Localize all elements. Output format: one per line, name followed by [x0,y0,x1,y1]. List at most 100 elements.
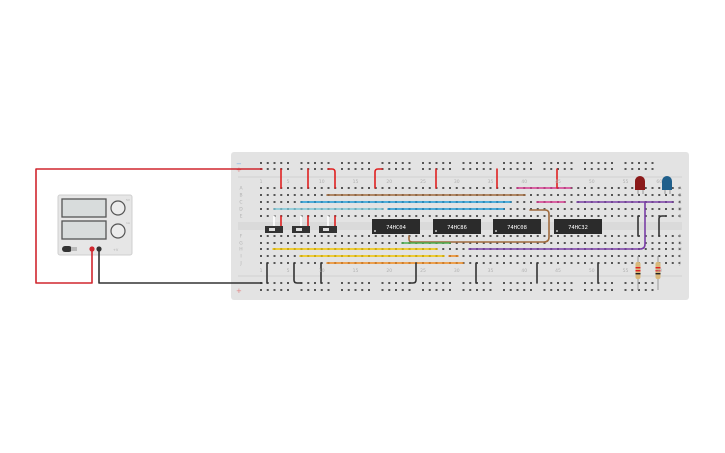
breadboard-hole[interactable] [347,242,350,244]
breadboard-hole[interactable] [260,162,262,164]
resistor-2[interactable] [655,256,661,290]
breadboard-hole[interactable] [361,289,364,291]
breadboard-hole[interactable] [422,289,424,291]
breadboard-hole[interactable] [631,162,634,164]
breadboard-hole[interactable] [300,168,303,170]
breadboard-hole[interactable] [482,162,485,164]
breadboard-hole[interactable] [368,162,370,164]
resistor-1[interactable] [635,256,641,290]
breadboard-hole[interactable] [476,262,478,264]
wire-purple-row-h[interactable] [468,201,646,250]
breadboard-hole[interactable] [280,289,283,291]
breadboard-hole[interactable] [644,168,647,170]
breadboard-hole[interactable] [496,262,499,264]
breadboard-hole[interactable] [381,162,384,164]
wire-black[interactable] [658,215,666,237]
breadboard-hole[interactable] [469,289,472,291]
breadboard-hole[interactable] [503,215,505,217]
breadboard-hole[interactable] [260,235,262,237]
breadboard-hole[interactable] [590,282,593,284]
breadboard-hole[interactable] [361,162,364,164]
breadboard-hole[interactable] [482,187,485,189]
breadboard-hole[interactable] [307,242,310,244]
breadboard-hole[interactable] [287,262,289,264]
breadboard-hole[interactable] [584,194,586,196]
breadboard-hole[interactable] [543,242,546,244]
breadboard-hole[interactable] [530,235,532,237]
breadboard-hole[interactable] [570,289,573,291]
breadboard-hole[interactable] [476,289,478,291]
breadboard-hole[interactable] [287,242,289,244]
breadboard-hole[interactable] [408,162,411,164]
breadboard-hole[interactable] [638,208,640,210]
breadboard-hole[interactable] [590,262,593,264]
breadboard-hole[interactable] [523,282,526,284]
breadboard-hole[interactable] [543,235,546,237]
breadboard-hole[interactable] [644,255,647,257]
breadboard-hole[interactable] [651,235,654,237]
breadboard-hole[interactable] [550,162,553,164]
breadboard-hole[interactable] [577,187,580,189]
breadboard-hole[interactable] [509,215,512,217]
breadboard-hole[interactable] [341,282,343,284]
breadboard-hole[interactable] [678,235,681,237]
breadboard-hole[interactable] [584,242,586,244]
breadboard-hole[interactable] [530,242,532,244]
breadboard-hole[interactable] [631,289,634,291]
slide-switch-2[interactable] [292,226,310,233]
positive-terminal[interactable] [89,246,95,252]
breadboard-hole[interactable] [584,262,586,264]
breadboard-hole[interactable] [401,215,404,217]
breadboard-hole[interactable] [644,187,647,189]
breadboard-hole[interactable] [503,235,505,237]
breadboard-hole[interactable] [388,235,391,237]
breadboard-hole[interactable] [307,162,310,164]
breadboard-hole[interactable] [442,235,445,237]
breadboard-hole[interactable] [287,215,289,217]
breadboard-hole[interactable] [557,235,559,237]
wire-power-negative[interactable] [98,249,263,284]
breadboard-hole[interactable] [530,289,532,291]
breadboard-hole[interactable] [354,242,357,244]
chip-74hc04[interactable]: 74HC04 [372,219,420,234]
breadboard-hole[interactable] [273,242,276,244]
chip-74hc86[interactable]: 74HC86 [433,219,481,234]
breadboard-hole[interactable] [678,262,681,264]
breadboard-hole[interactable] [631,187,634,189]
breadboard-hole[interactable] [530,201,532,203]
breadboard-hole[interactable] [523,162,526,164]
breadboard-hole[interactable] [280,242,283,244]
breadboard-hole[interactable] [543,162,546,164]
breadboard-hole[interactable] [442,168,445,170]
breadboard-hole[interactable] [536,215,539,217]
breadboard-hole[interactable] [469,282,472,284]
breadboard-hole[interactable] [563,255,566,257]
breadboard-hole[interactable] [428,187,431,189]
breadboard-hole[interactable] [449,282,451,284]
breadboard-hole[interactable] [273,162,276,164]
breadboard-hole[interactable] [428,289,431,291]
chip-74hc32[interactable]: 74HC32 [554,219,602,234]
wire-red[interactable] [374,168,383,189]
breadboard-hole[interactable] [590,289,593,291]
breadboard-hole[interactable] [361,215,364,217]
breadboard-hole[interactable] [273,255,276,257]
breadboard-hole[interactable] [563,162,566,164]
breadboard-hole[interactable] [550,235,553,237]
breadboard-hole[interactable] [658,187,661,189]
breadboard-hole[interactable] [624,255,627,257]
breadboard-hole[interactable] [644,289,647,291]
breadboard-hole[interactable] [671,235,674,237]
breadboard-hole[interactable] [287,235,289,237]
breadboard-hole[interactable] [523,235,526,237]
breadboard-hole[interactable] [347,162,350,164]
breadboard-hole[interactable] [516,215,519,217]
resistors[interactable] [635,256,661,290]
breadboard-hole[interactable] [638,242,640,244]
slide-switches[interactable] [265,226,337,233]
breadboard-hole[interactable] [651,262,654,264]
breadboard-hole[interactable] [584,235,586,237]
breadboard-hole[interactable] [307,289,310,291]
breadboard-hole[interactable] [327,242,330,244]
breadboard-hole[interactable] [665,235,667,237]
